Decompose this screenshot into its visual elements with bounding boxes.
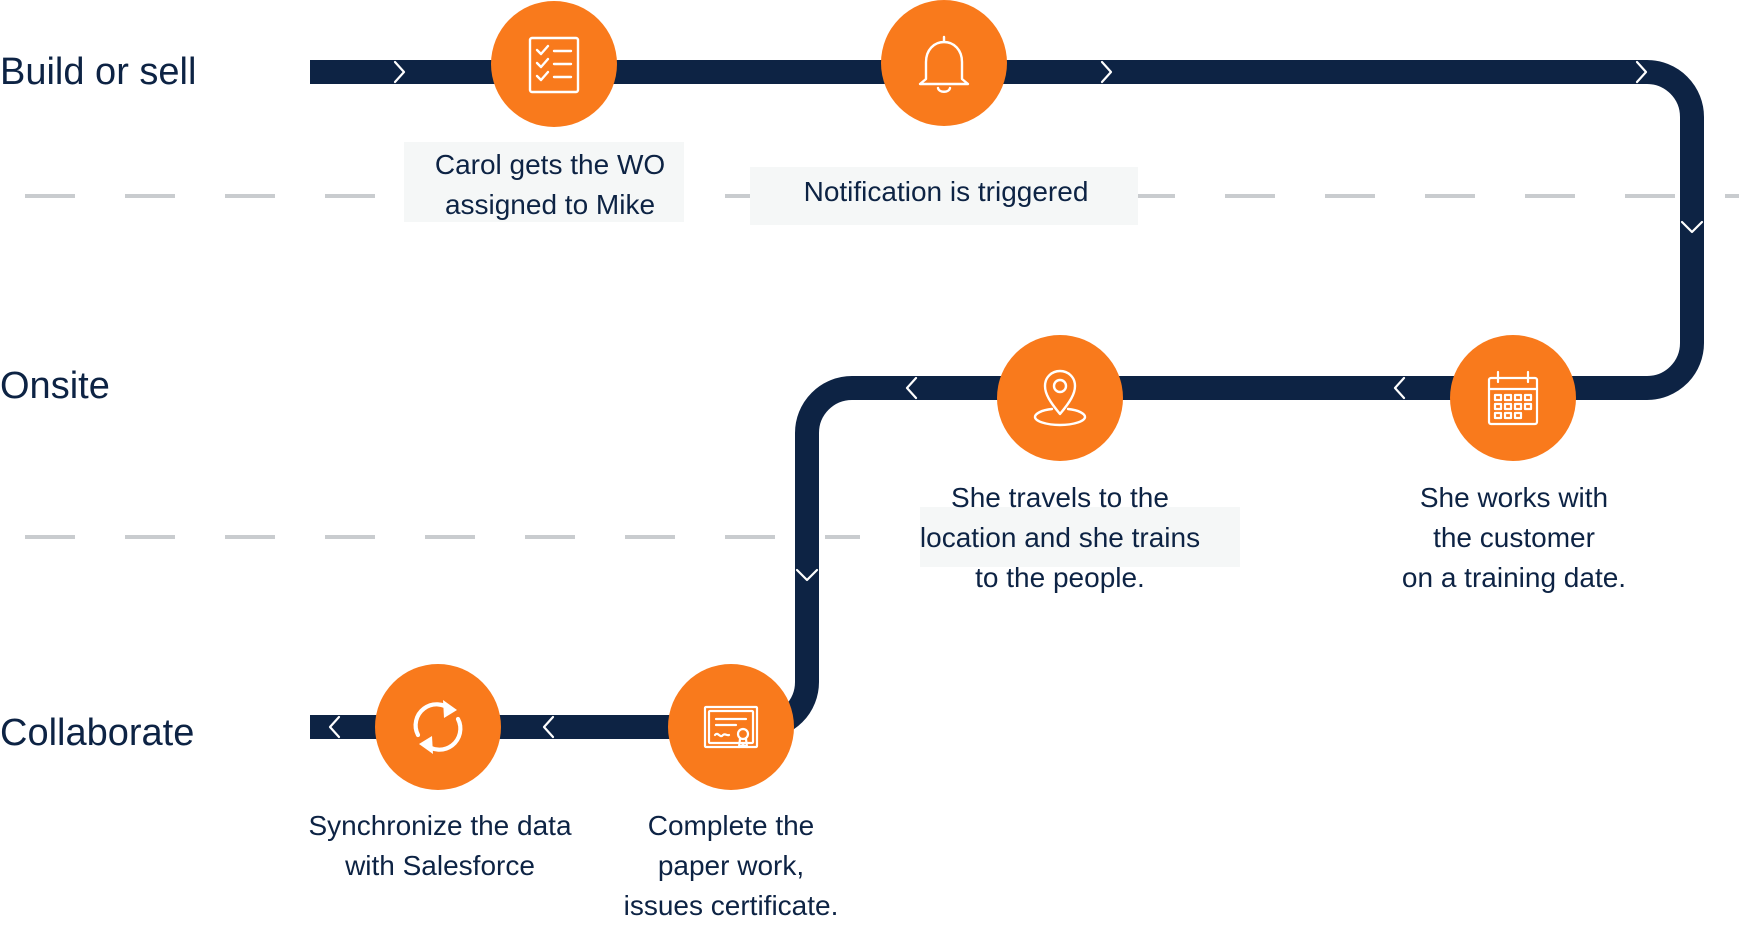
chevron-right-icon — [1635, 60, 1648, 84]
caption-line: assigned to Mike — [444, 189, 656, 220]
caption-line: to the people. — [975, 562, 1145, 593]
step-node-travel — [997, 335, 1123, 461]
step-node-paperwork — [668, 664, 794, 790]
step-caption-sync: Synchronize the data with Salesforce — [290, 806, 590, 886]
chevron-left-icon — [328, 715, 341, 739]
sync-arrowhead — [443, 700, 457, 718]
caption-line: Notification is triggered — [803, 176, 1089, 207]
step-node-schedule — [1450, 335, 1576, 461]
caption-line: with Salesforce — [345, 850, 535, 881]
chevron-right-icon — [1100, 60, 1113, 84]
bell-icon — [918, 35, 970, 93]
map-pin-icon — [1033, 369, 1087, 427]
caption-line: Complete the — [647, 810, 815, 841]
step-node-notification — [881, 0, 1007, 126]
caption-line: the customer — [1433, 522, 1595, 553]
caption-panel — [920, 507, 1240, 567]
lane-label-build: Build or sell — [0, 51, 197, 93]
chevron-left-icon — [542, 715, 555, 739]
sync-arrowhead — [419, 736, 433, 754]
lane-label-onsite: Onsite — [0, 365, 110, 407]
caption-line: She travels to the — [951, 482, 1169, 513]
step-caption-paperwork: Complete the paper work, issues certific… — [591, 806, 871, 926]
caption-line: issues certificate. — [623, 890, 839, 921]
chevron-left-icon — [905, 376, 918, 400]
lane-label-collaborate: Collaborate — [0, 712, 195, 754]
caption-line: Carol gets the WO — [434, 149, 666, 180]
chevron-down-icon — [1680, 220, 1704, 234]
step-caption-wo: Carol gets the WO assigned to Mike — [404, 145, 696, 225]
step-caption-schedule: She works with the customer on a trainin… — [1359, 478, 1669, 598]
caption-line: She works with — [1419, 482, 1609, 513]
caption-line: paper work, — [657, 850, 805, 881]
caption-line: Synchronize the data — [308, 810, 572, 841]
calendar-icon — [1487, 370, 1539, 426]
caption-line: location and she trains — [919, 522, 1201, 553]
chevron-down-icon — [795, 568, 819, 582]
checklist-icon — [528, 36, 580, 94]
certificate-icon — [703, 705, 759, 749]
caption-line: on a training date. — [1401, 562, 1627, 593]
chevron-right-icon — [393, 60, 406, 84]
step-caption-notification: Notification is triggered — [750, 172, 1142, 212]
flow-track — [310, 60, 1704, 739]
caption-panel — [750, 167, 1138, 225]
step-node-wo — [491, 1, 617, 127]
step-caption-travel: She travels to the location and she trai… — [890, 478, 1230, 598]
caption-panel — [404, 142, 684, 222]
step-node-sync — [375, 664, 501, 790]
chevron-left-icon — [1393, 376, 1406, 400]
